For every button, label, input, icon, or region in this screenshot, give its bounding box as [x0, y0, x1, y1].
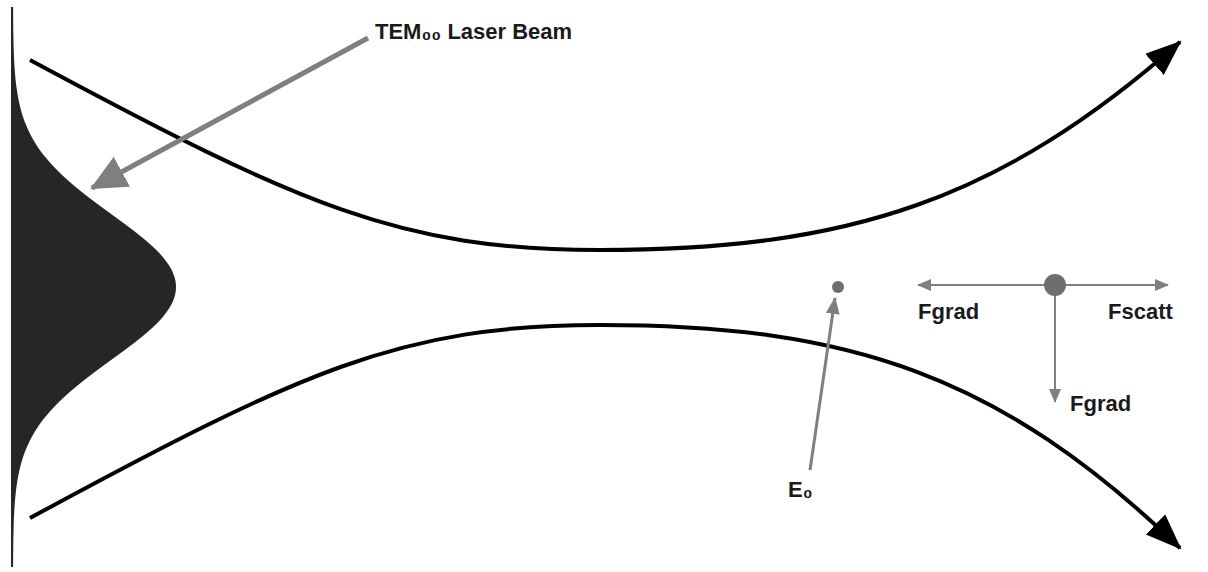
beam-edge-lower — [30, 325, 1180, 548]
beam-label: TEM₀₀ Laser Beam — [375, 20, 572, 44]
leader-arrow — [810, 298, 835, 470]
force-arrow — [918, 284, 1055, 286]
force-label: Fgrad — [1070, 392, 1131, 416]
force-label: Fgrad — [918, 300, 979, 324]
force-arrow — [1055, 284, 1168, 286]
leader-arrow — [92, 38, 368, 188]
particle-dot — [832, 281, 844, 293]
force-label: Fscatt — [1108, 300, 1173, 324]
beam-edge-upper — [30, 42, 1180, 250]
particle — [1044, 274, 1066, 296]
force-arrow — [1054, 285, 1056, 402]
field-label: E₀ — [788, 478, 813, 502]
